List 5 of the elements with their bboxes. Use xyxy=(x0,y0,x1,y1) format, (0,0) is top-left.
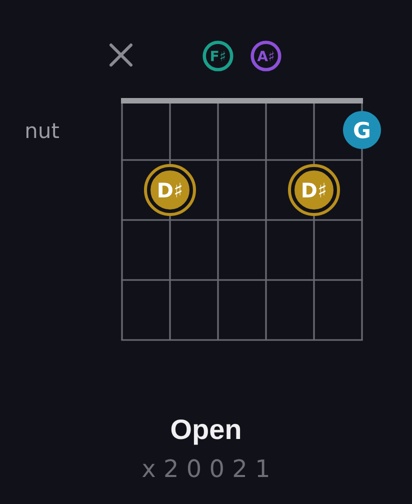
open-note-ring: F♯ xyxy=(202,40,234,72)
chord-title: Open xyxy=(171,419,240,445)
fingering-label: x 2 0 0 2 1 xyxy=(142,459,268,478)
open-note-ring: A♯ xyxy=(250,40,282,72)
nut-label: nut xyxy=(26,123,59,138)
